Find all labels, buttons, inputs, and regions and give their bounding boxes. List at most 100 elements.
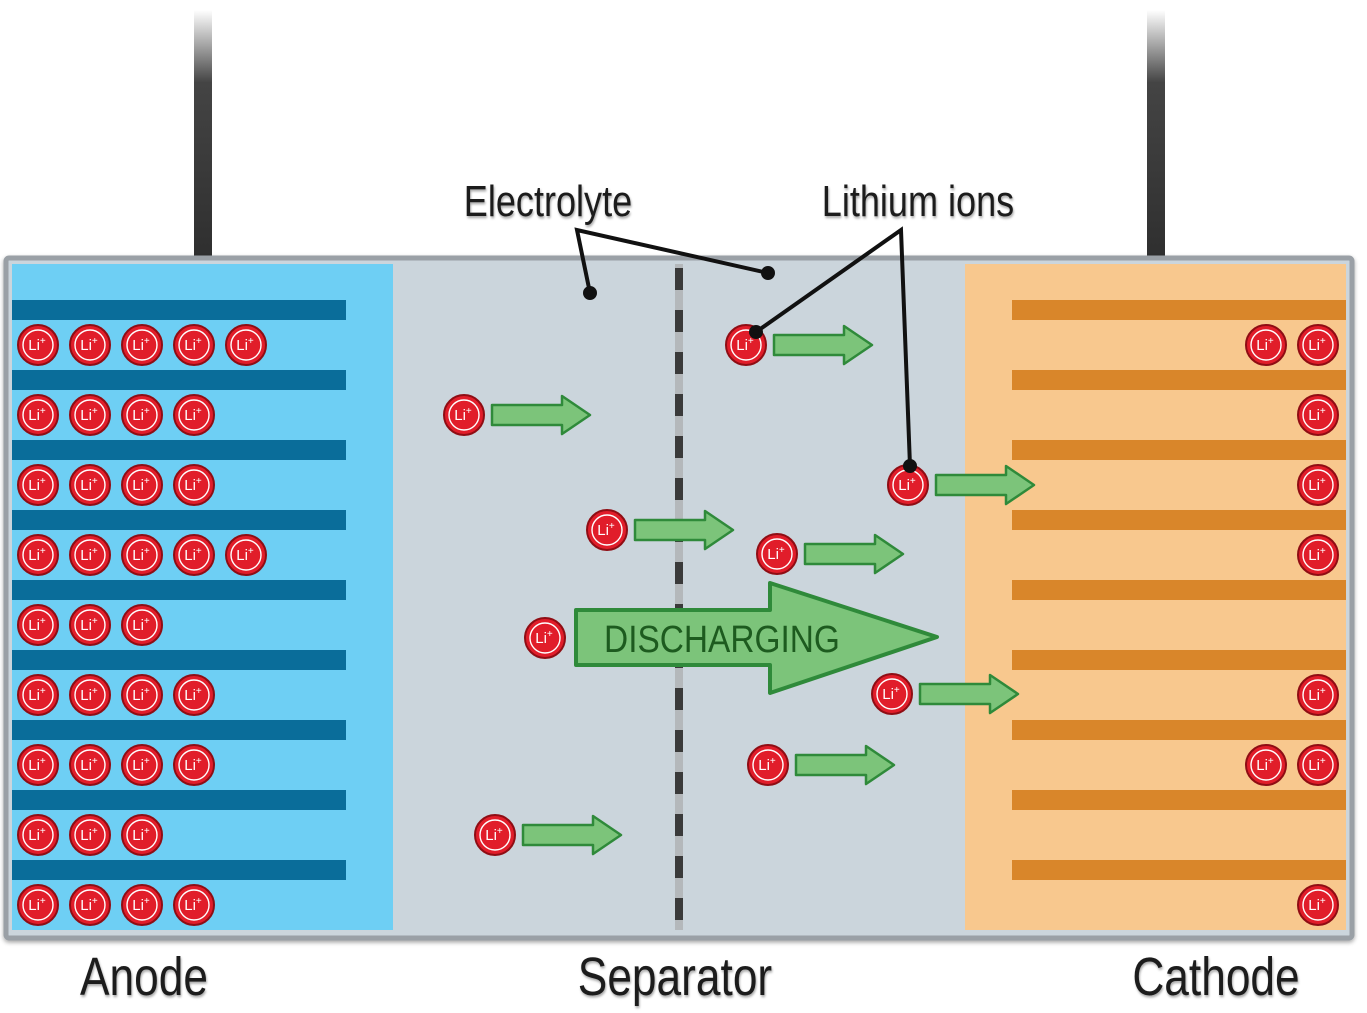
lithium-ion: Li+ (443, 394, 485, 436)
lithium-ion: Li+ (524, 617, 566, 659)
anode-terminal-lead (194, 10, 212, 300)
lithium-ion: Li+ (1297, 744, 1339, 786)
lithium-ion: Li+ (225, 324, 267, 366)
separator-dash (675, 898, 683, 920)
anode-layer (12, 370, 346, 390)
motion-arrow (934, 464, 1036, 506)
cathode-layers (1012, 300, 1346, 880)
lithium-ion: Li+ (17, 324, 59, 366)
lithium-ion: Li+ (69, 394, 111, 436)
lithium-ion: Li+ (17, 534, 59, 576)
motion-arrow (633, 509, 735, 551)
lithium-ion: Li+ (474, 814, 516, 856)
separator-dash (675, 436, 683, 458)
anode-layer (12, 440, 346, 460)
separator-dash (675, 562, 683, 584)
anode-layer (12, 720, 346, 740)
lithium-ion: Li+ (17, 674, 59, 716)
separator-dash (675, 856, 683, 878)
motion-arrow (521, 814, 623, 856)
lithium-ion: Li+ (887, 464, 929, 506)
discharging-label: DISCHARGING (604, 618, 840, 660)
separator-dash (675, 268, 683, 290)
lithium-ion: Li+ (121, 884, 163, 926)
anode-layers (12, 300, 346, 880)
lithium-ion: Li+ (1297, 394, 1339, 436)
lithium-ion: Li+ (173, 674, 215, 716)
lithium-ion: Li+ (17, 814, 59, 856)
anode-layer (12, 790, 346, 810)
separator-dash (675, 310, 683, 332)
lithium-ion: Li+ (173, 744, 215, 786)
anode-label: Anode (80, 947, 208, 1007)
lithium-ion: Li+ (17, 884, 59, 926)
anode-ions: Li+Li+Li+Li+Li+Li+Li+Li+Li+Li+Li+Li+Li+L… (17, 324, 267, 926)
separator-dash (675, 478, 683, 500)
lithium-ion: Li+ (69, 534, 111, 576)
motion-arrow (794, 744, 896, 786)
separator-dash (675, 688, 683, 710)
motion-arrow (490, 394, 592, 436)
motion-arrow (803, 533, 905, 575)
lithium-ion: Li+ (1297, 464, 1339, 506)
cathode-layer (1012, 440, 1346, 460)
lithium-ion: Li+ (173, 464, 215, 506)
separator-membrane (675, 264, 683, 930)
anode-layer (12, 650, 346, 670)
cathode-ions: Li+Li+Li+Li+Li+Li+Li+Li+Li+ (1245, 324, 1339, 926)
lithium-ion: Li+ (121, 814, 163, 856)
separator-dash (675, 730, 683, 752)
motion-arrow (918, 673, 1020, 715)
lithium-ion: Li+ (17, 604, 59, 646)
lithium-ion: Li+ (69, 884, 111, 926)
lithium-ion: Li+ (17, 744, 59, 786)
lithium-ion: Li+ (121, 674, 163, 716)
moving-ions: Li+Li+Li+Li+Li+Li+Li+Li+Li+ (443, 324, 1036, 856)
lithium-ion: Li+ (173, 394, 215, 436)
lithium-ion: Li+ (225, 534, 267, 576)
lithium-ion: Li+ (173, 534, 215, 576)
discharging-arrow: DISCHARGING (574, 581, 939, 695)
lithium-ion: Li+ (1297, 674, 1339, 716)
lithium-ion: Li+ (121, 464, 163, 506)
cathode-layer (1012, 720, 1346, 740)
electrolyte-callout-lines (574, 227, 775, 300)
lithium-ion: Li+ (69, 604, 111, 646)
cathode-layer (1012, 370, 1346, 390)
cathode-label: Cathode (1132, 947, 1299, 1007)
separator-dash (675, 772, 683, 794)
motion-arrow (772, 324, 874, 366)
anode-layer (12, 860, 346, 880)
lithium-ion: Li+ (586, 509, 628, 551)
electrolyte-label: Electrolyte (464, 177, 632, 226)
lithium-ion: Li+ (756, 533, 798, 575)
lithium-ion: Li+ (69, 324, 111, 366)
lithium-ion: Li+ (121, 394, 163, 436)
cathode-layer (1012, 510, 1346, 530)
cathode-layer (1012, 650, 1346, 670)
lithium-ion: Li+ (173, 324, 215, 366)
lithium-ion: Li+ (121, 534, 163, 576)
lithium-ion: Li+ (1297, 884, 1339, 926)
lithium-ion: Li+ (1245, 744, 1287, 786)
lithium-ion: Li+ (69, 464, 111, 506)
cathode-layer (1012, 790, 1346, 810)
separator-dash (675, 814, 683, 836)
lithium-ions-callout-lines (749, 226, 917, 473)
separator-dash (675, 352, 683, 374)
lithium-ion: Li+ (725, 324, 767, 366)
lithium-ion: Li+ (121, 744, 163, 786)
cathode-layer (1012, 300, 1346, 320)
cathode-layer (1012, 580, 1346, 600)
cathode-terminal-lead (1147, 10, 1165, 300)
lithium-ion: Li+ (17, 394, 59, 436)
lithium-ion: Li+ (1297, 534, 1339, 576)
lithium-ion: Li+ (69, 744, 111, 786)
lithium-ion: Li+ (69, 674, 111, 716)
cathode-layer (1012, 860, 1346, 880)
lithium-ion: Li+ (1245, 324, 1287, 366)
lithium-ion: Li+ (1297, 324, 1339, 366)
lithium-ion: Li+ (747, 744, 789, 786)
lithium-ion: Li+ (121, 604, 163, 646)
